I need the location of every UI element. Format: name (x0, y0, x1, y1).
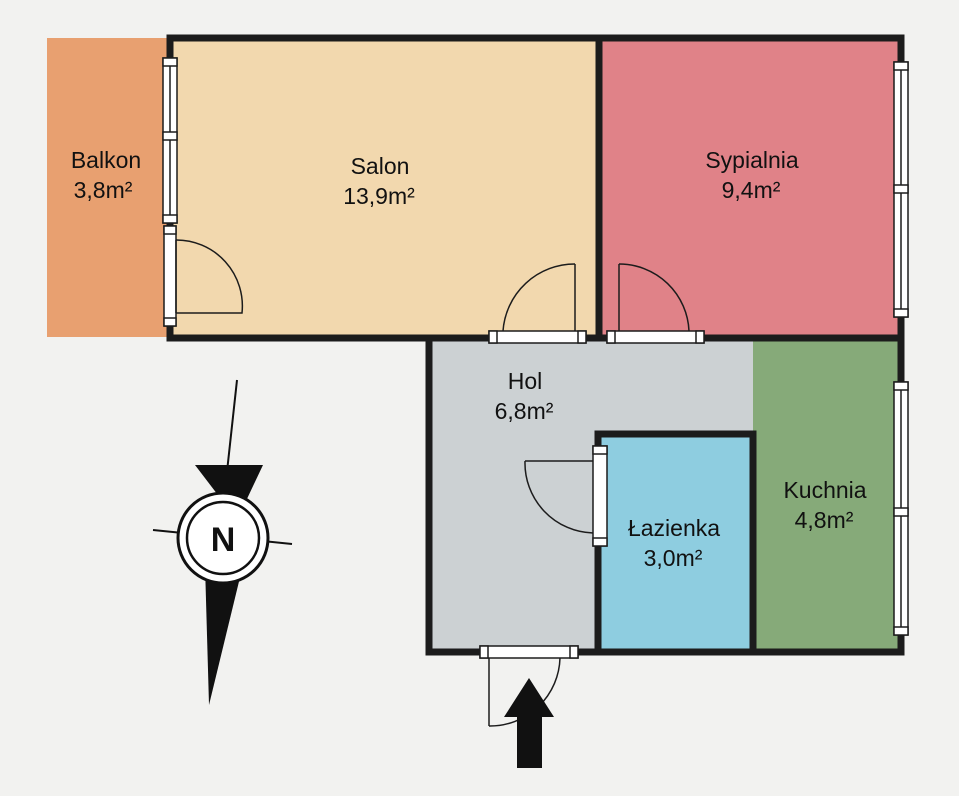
salon-name: Salon (351, 153, 410, 179)
kuchnia-name: Kuchnia (783, 477, 866, 503)
room-kuchnia (753, 339, 902, 651)
sypialnia-area: 9,4m² (722, 177, 781, 203)
balkon-area: 3,8m² (74, 177, 133, 203)
salon-area: 13,9m² (343, 183, 415, 209)
balkon-name: Balkon (71, 147, 141, 173)
compass-north-letter: N (211, 521, 236, 559)
kuchnia-area: 4,8m² (795, 507, 854, 533)
room-lazienka (598, 434, 753, 651)
room-sypialnia (599, 38, 901, 337)
hol-name: Hol (508, 368, 543, 394)
compass-icon: N (152, 379, 293, 705)
entrance-arrow-icon (504, 678, 554, 768)
room-salon (170, 38, 599, 337)
room-balkon (47, 38, 170, 337)
sypialnia-name: Sypialnia (705, 147, 799, 173)
lazienka-name: Łazienka (628, 515, 720, 541)
windows (162, 57, 909, 636)
doors (163, 225, 705, 727)
lazienka-area: 3,0m² (644, 545, 703, 571)
hol-area: 6,8m² (495, 398, 554, 424)
